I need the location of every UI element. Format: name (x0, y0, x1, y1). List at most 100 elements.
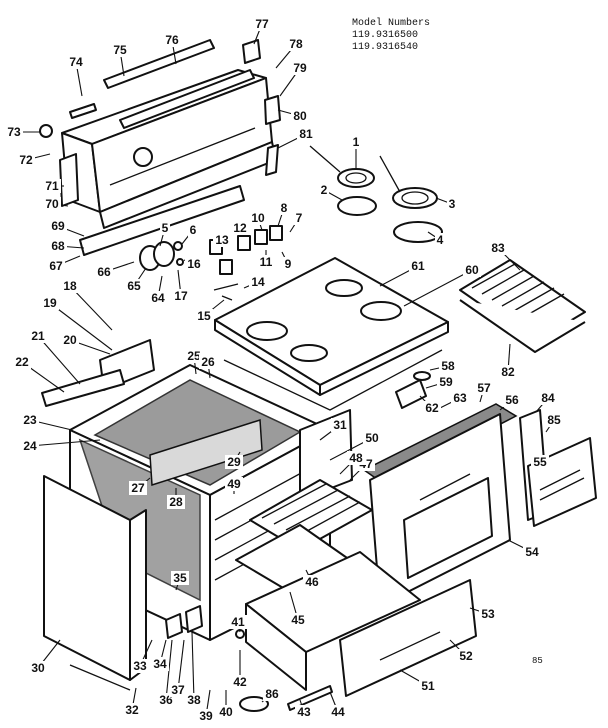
callout-46: 46 (305, 575, 319, 589)
hardware (165, 371, 431, 712)
callout-bg-79 (291, 61, 309, 75)
callout-34: 34 (153, 657, 167, 671)
callout-bg-16 (185, 257, 203, 271)
callout-11: 11 (260, 255, 273, 269)
callout-bg-32 (123, 703, 141, 717)
callout-62: 62 (425, 401, 439, 415)
callout-35: 35 (173, 571, 187, 585)
callout-bg-14 (249, 275, 267, 289)
callout-bg-1 (351, 135, 361, 149)
callout-79: 79 (293, 61, 307, 75)
callout-bg-80 (291, 109, 309, 123)
callout-13: 13 (215, 233, 229, 247)
leader-line-24 (29, 439, 101, 447)
model-number-2: 119.9316540 (352, 42, 419, 53)
callout-41: 41 (231, 615, 245, 629)
side-panel (43, 475, 147, 691)
callout-bg-34 (151, 657, 169, 671)
callout-16: 16 (187, 257, 201, 271)
callout-64: 64 (151, 291, 165, 305)
callout-bg-78 (287, 37, 305, 51)
callout-bg-35 (171, 571, 189, 585)
callout-bg-43 (295, 705, 313, 719)
callout-bg-58 (439, 359, 457, 373)
callout-72: 72 (19, 153, 33, 167)
callout-66: 66 (97, 265, 111, 279)
callout-bg-48 (347, 451, 365, 465)
callout-56: 56 (505, 393, 519, 407)
callout-50: 50 (365, 431, 379, 445)
callout-bg-20 (61, 333, 79, 347)
callout-77: 77 (255, 17, 269, 31)
callout-8: 8 (281, 201, 288, 215)
callout-bg-26 (199, 355, 217, 369)
callout-bg-57 (475, 381, 493, 395)
callout-bg-83 (489, 241, 507, 255)
callout-38: 38 (187, 693, 201, 707)
callout-bg-13 (213, 233, 231, 247)
callout-76: 76 (165, 33, 179, 47)
callout-17: 17 (174, 289, 188, 303)
callout-bg-40 (217, 705, 235, 719)
callout-28: 28 (169, 495, 183, 509)
callout-bg-7 (294, 211, 304, 225)
callout-bg-66 (95, 265, 113, 279)
callout-bg-42 (231, 675, 249, 689)
broiler-rack (459, 259, 586, 353)
callout-21: 21 (31, 329, 45, 343)
callout-63: 63 (453, 391, 467, 405)
leader-line-37 (177, 639, 185, 691)
callout-bg-44 (329, 705, 347, 719)
cooktop (214, 257, 449, 411)
callout-7: 7 (296, 211, 303, 225)
callout-19: 19 (43, 296, 57, 310)
callout-48: 48 (349, 451, 363, 465)
callout-bg-74 (67, 55, 85, 69)
callout-65: 65 (127, 279, 141, 293)
callout-26: 26 (201, 355, 215, 369)
callout-4: 4 (437, 233, 444, 247)
callout-6: 6 (190, 223, 197, 237)
callout-bg-77 (253, 17, 271, 31)
callout-bg-55 (531, 455, 549, 469)
callout-44: 44 (331, 705, 345, 719)
callout-bg-71 (43, 179, 61, 193)
callout-bg-54 (523, 545, 541, 559)
callout-37: 37 (171, 683, 185, 697)
callout-31: 31 (333, 418, 347, 432)
callout-bg-19 (41, 296, 59, 310)
control-switches (139, 225, 283, 301)
callout-68: 68 (51, 239, 65, 253)
backguard-assembly (39, 39, 281, 256)
model-numbers-title: Model Numbers (352, 18, 431, 29)
callout-67: 67 (49, 259, 63, 273)
callout-49: 49 (227, 477, 241, 491)
callout-bg-33 (131, 659, 149, 673)
callout-bg-41 (229, 615, 247, 629)
callout-74: 74 (69, 55, 83, 69)
page-code: 85 (532, 656, 543, 666)
callout-81: 81 (299, 127, 313, 141)
callout-bg-17 (172, 289, 190, 303)
callout-23: 23 (23, 413, 37, 427)
callout-bg-52 (457, 649, 475, 663)
callout-85: 85 (547, 413, 561, 427)
callout-bg-25 (185, 349, 203, 363)
callout-bg-56 (503, 393, 521, 407)
callout-25: 25 (187, 349, 201, 363)
callout-52: 52 (459, 649, 473, 663)
callout-83: 83 (491, 241, 505, 255)
callout-bg-84 (539, 391, 557, 405)
callout-84: 84 (541, 391, 555, 405)
callout-55: 55 (533, 455, 547, 469)
callout-bg-6 (188, 223, 198, 237)
callout-10: 10 (251, 211, 265, 225)
callout-33: 33 (133, 659, 147, 673)
callout-bg-61 (409, 259, 427, 273)
callout-bg-85 (545, 413, 563, 427)
callout-40: 40 (219, 705, 233, 719)
callout-3: 3 (449, 197, 456, 211)
callout-71: 71 (45, 179, 59, 193)
callout-bg-2 (319, 183, 329, 197)
